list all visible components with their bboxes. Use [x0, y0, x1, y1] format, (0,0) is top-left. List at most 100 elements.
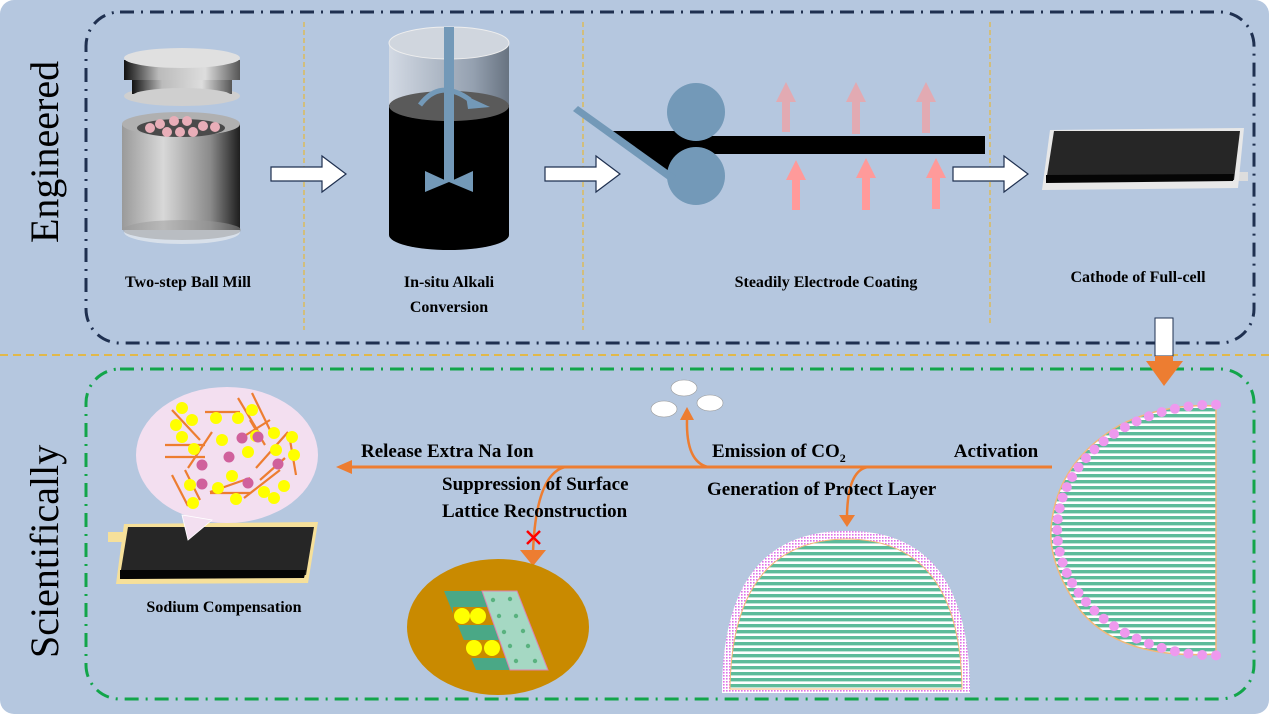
na-atom: [187, 497, 199, 509]
na-atom: [176, 402, 188, 414]
sodium-compensation-cell-icon: [108, 522, 318, 584]
section-title-scientifically: Scientifically: [22, 445, 67, 658]
rod: [171, 409, 201, 441]
na-atom: [210, 412, 222, 424]
na-atom: [230, 493, 242, 505]
sodium-dot: [1052, 525, 1063, 535]
sodium-dot: [1119, 627, 1130, 638]
metal-atom: [223, 451, 235, 463]
sodium-dot: [1089, 444, 1100, 455]
sodium-dot: [1183, 648, 1194, 659]
na-atom: [268, 492, 280, 504]
sodium-dot: [1073, 462, 1084, 473]
label-protect-layer: Generation of Protect Layer: [707, 479, 937, 500]
sodium-dot: [1098, 436, 1109, 447]
label-release-na: Release Extra Na Ion: [361, 441, 534, 462]
sodium-dot: [1081, 596, 1091, 607]
step-label-coating: Steadily Electrode Coating: [735, 274, 918, 291]
protect-branch-arrowhead: [839, 515, 855, 527]
lattice-structure-icon: [407, 559, 589, 695]
sodium-dot: [1054, 546, 1065, 557]
roll-coater-icon: [573, 82, 985, 210]
co2-branch-arrow: [685, 419, 709, 469]
heat-arrow-icon: [776, 82, 936, 134]
section-title-engineered: Engineered: [22, 61, 67, 243]
label-emission-co2: Emission of CO2: [712, 441, 846, 465]
step-label-alkali-line2: Conversion: [410, 299, 488, 316]
metal-atom: [252, 431, 264, 443]
process-arrow-icon: [270, 154, 347, 194]
label-activation: Activation: [954, 441, 1039, 462]
engineered-section-border: [84, 10, 1256, 345]
na-atom: [288, 449, 300, 461]
heat-arrow-icon: [786, 158, 946, 210]
sodium-dot: [1169, 403, 1180, 414]
na-atom: [188, 443, 200, 455]
sodium-dot: [1109, 621, 1119, 632]
rod: [187, 431, 213, 469]
sodium-dot: [1143, 638, 1154, 649]
suppression-branch-arrowhead: [520, 550, 546, 566]
metal-atom: [196, 459, 208, 471]
rod: [251, 392, 271, 431]
ball-mill-jar-icon: [122, 48, 241, 244]
metal-atom: [242, 477, 254, 489]
label-emission-subscript: 2: [840, 451, 846, 465]
na-atom: [268, 427, 280, 439]
connector-arrow-stem: [1154, 317, 1174, 357]
sodium-dot: [1109, 428, 1119, 439]
sodium-dot: [1054, 503, 1065, 514]
sodium-dot: [1098, 613, 1109, 624]
na-atom: [212, 482, 224, 494]
metal-atom: [236, 432, 248, 444]
metal-atom: [196, 478, 208, 490]
coated-particle-icon: [722, 530, 970, 693]
co2-branch-arrowhead: [680, 407, 694, 420]
sodium-dot: [1197, 400, 1208, 410]
sodium-dot: [1143, 411, 1154, 422]
na-atom: [226, 470, 238, 482]
sodium-dot: [1211, 399, 1221, 410]
stirred-reactor-icon: [388, 26, 510, 250]
na-atom: [186, 414, 198, 426]
sodium-dot: [1169, 646, 1180, 657]
na-atom: [286, 431, 298, 443]
na-atom: [246, 404, 258, 416]
sodium-dot: [1156, 642, 1167, 653]
na-atom: [216, 434, 228, 446]
rod: [243, 469, 281, 499]
sodium-dot: [1183, 401, 1194, 412]
sodium-dot: [1131, 633, 1142, 644]
sodium-dot: [1052, 514, 1063, 525]
sodium-dot: [1067, 578, 1078, 588]
sodium-dot: [1089, 605, 1100, 616]
sodium-dot: [1119, 422, 1130, 433]
scientific-section-border: [84, 367, 1256, 701]
magnified-bubble-icon: [136, 387, 318, 541]
sodium-dot: [1131, 416, 1142, 427]
blocked-x-icon: [526, 530, 541, 545]
na-atom: [278, 480, 290, 492]
label-suppression-line1: Suppression of Surface: [442, 474, 629, 495]
rod: [171, 474, 189, 507]
process-arrow-icon: [952, 154, 1029, 194]
na-atom: [170, 419, 182, 431]
label-emission-text: Emission of CO: [712, 441, 840, 462]
na-atom: [258, 486, 270, 498]
na-atom: [232, 412, 244, 424]
na-atom: [270, 444, 282, 456]
sodium-dot: [1211, 650, 1221, 661]
connector-arrow-stem-orange: [1155, 356, 1173, 362]
step-label-cathode: Cathode of Full-cell: [1070, 269, 1206, 286]
sodium-dot: [1067, 472, 1078, 482]
label-suppression-line2: Lattice Reconstruction: [442, 501, 628, 522]
sodium-dot: [1197, 650, 1208, 660]
na-atom: [184, 479, 196, 491]
sodium-rich-particle-icon: [1050, 399, 1221, 661]
protect-branch-arrow: [845, 465, 869, 516]
sodium-dot: [1057, 557, 1068, 568]
label-sodium-compensation: Sodium Compensation: [146, 599, 301, 616]
process-arrow-icon: [544, 154, 621, 194]
connector-arrow-head: [1146, 361, 1183, 386]
